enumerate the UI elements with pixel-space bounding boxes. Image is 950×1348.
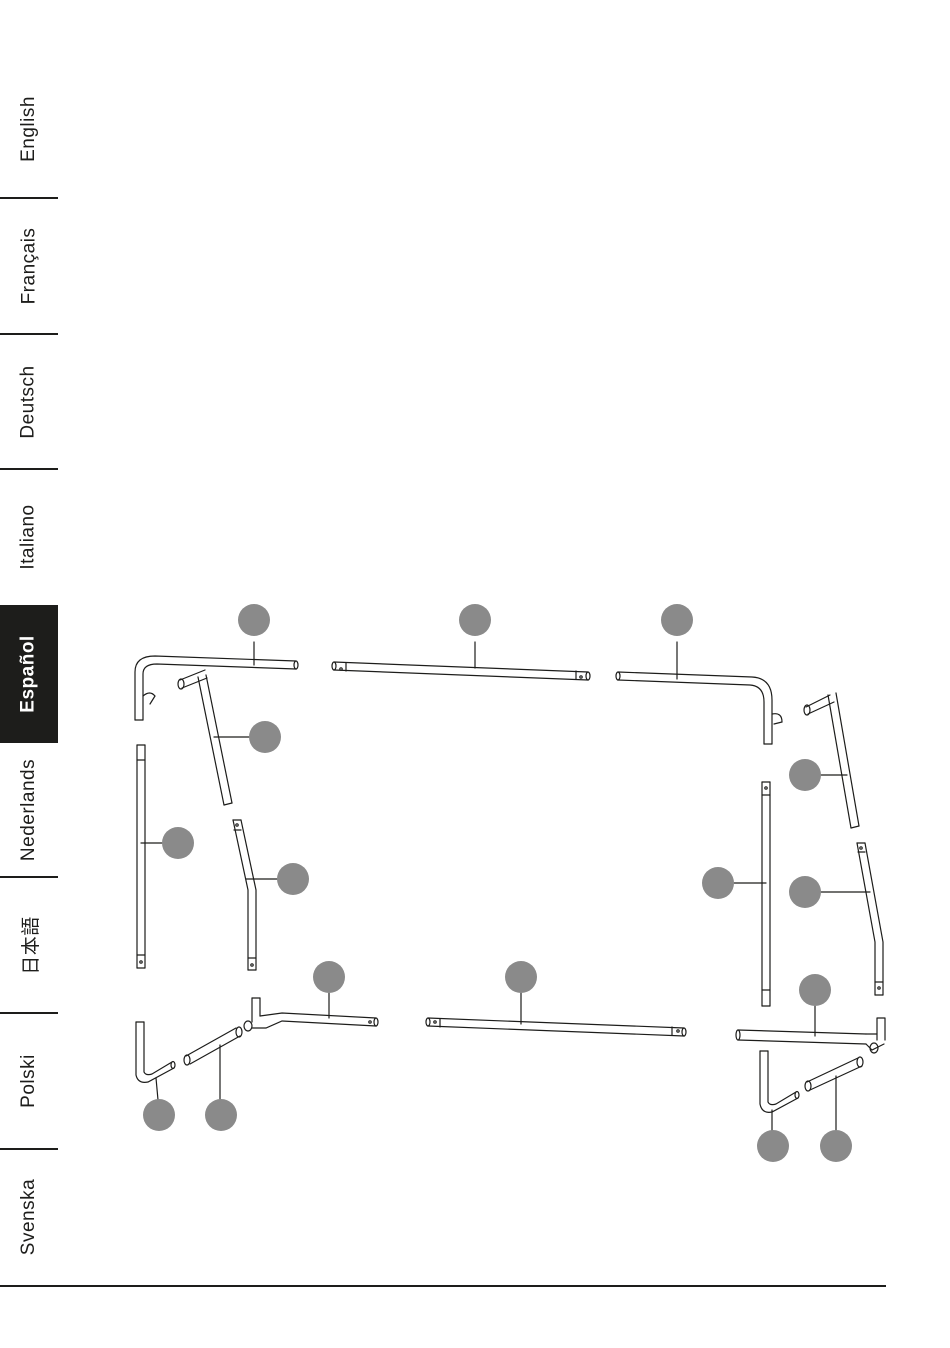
callout-marker	[249, 721, 281, 753]
tube-right-vertical	[734, 782, 770, 1006]
callout-marker	[162, 827, 194, 859]
callout-marker	[757, 1130, 789, 1162]
callout-marker	[661, 604, 693, 636]
tube-left-lower-leg	[233, 820, 278, 970]
tube-top-right-corner	[616, 642, 782, 744]
tube-bottom-left-corner	[244, 993, 378, 1031]
callout-marker	[143, 1099, 175, 1131]
footer-rule	[0, 1285, 886, 1287]
callout-marker	[277, 863, 309, 895]
callout-marker	[313, 961, 345, 993]
tube-top-left-corner	[135, 642, 298, 720]
tube-right-lower-leg	[821, 843, 883, 995]
callout-marker	[820, 1130, 852, 1162]
callout-marker	[799, 974, 831, 1006]
tube-bottom-left-short	[184, 1027, 242, 1099]
callout-marker	[205, 1099, 237, 1131]
callout-marker	[459, 604, 491, 636]
tube-left-vertical	[137, 745, 163, 968]
tube-left-upper-diagonal	[178, 670, 250, 805]
tube-right-upper-diagonal	[804, 693, 859, 828]
callout-marker	[505, 961, 537, 993]
tube-bottom-middle	[426, 993, 686, 1036]
tube-bottom-left-elbow	[136, 1022, 175, 1100]
tube-top-middle	[332, 642, 590, 680]
callout-marker	[702, 867, 734, 899]
callout-marker	[238, 604, 270, 636]
callout-marker	[789, 759, 821, 791]
tube-bottom-right-elbow	[760, 1051, 799, 1131]
callout-marker	[789, 876, 821, 908]
tube-bottom-right-corner	[736, 1006, 885, 1053]
tube-bottom-right-short	[805, 1057, 863, 1131]
